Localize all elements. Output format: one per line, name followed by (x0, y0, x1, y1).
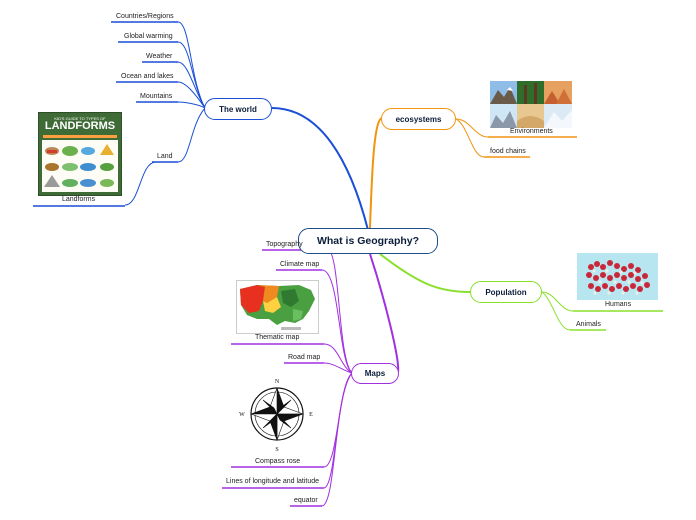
environments-image (490, 81, 572, 128)
branch-population[interactable]: Population (470, 281, 542, 303)
branch-the-world-label: The world (219, 104, 257, 114)
branch-maps[interactable]: Maps (351, 363, 399, 384)
branch-ecosystems-label: ecosystems (395, 114, 442, 124)
landform-icons (42, 140, 118, 192)
poster-line1: KID'S GUIDE TO TYPES OF (54, 116, 106, 121)
topic-landforms[interactable]: Landforms (62, 196, 96, 203)
branch-ecosystems[interactable]: ecosystems (381, 108, 456, 130)
topic-weather[interactable]: Weather (146, 53, 173, 60)
compass-n: N (275, 379, 280, 385)
topic-mountains[interactable]: Mountains (140, 93, 173, 100)
branch-population-label: Population (485, 287, 527, 297)
topic-food-chains[interactable]: food chains (490, 148, 526, 155)
topic-road-map[interactable]: Road map (288, 354, 321, 361)
topic-ocean-and-lakes[interactable]: Ocean and lakes (121, 73, 174, 80)
branch-maps-label: Maps (364, 369, 386, 378)
compass-s: S (275, 447, 278, 453)
poster-line2: LANDFORMS (44, 120, 116, 132)
topic-environments[interactable]: Environments (510, 128, 553, 135)
central-topic[interactable]: What is Geography? (298, 228, 438, 254)
compass-e: E (309, 412, 313, 418)
topic-climate-map[interactable]: Climate map (280, 261, 320, 268)
compass-w: W (239, 412, 245, 418)
topic-topography[interactable]: Topography (266, 241, 303, 248)
topic-land[interactable]: Land (157, 153, 173, 160)
landforms-poster-image: KID'S GUIDE TO TYPES OF LANDFORMS (38, 112, 122, 196)
topic-lines-of-longitude-and-latitude[interactable]: Lines of longitude and latitude (226, 478, 320, 485)
topic-humans[interactable]: Humans (605, 301, 632, 308)
topic-equator[interactable]: equator (294, 497, 318, 504)
connector-central-population (379, 253, 471, 293)
topic-global-warming[interactable]: Global warming (124, 33, 173, 40)
humans-image (577, 253, 658, 300)
connector-central-maps (369, 253, 400, 373)
topic-animals[interactable]: Animals (576, 321, 601, 328)
connector-central-world (271, 107, 369, 231)
connector-central-eco (369, 117, 383, 229)
topic-compass-rose[interactable]: Compass rose (255, 458, 301, 465)
branch-the-world[interactable]: The world (204, 98, 272, 120)
compass-rose-image: N S E W (236, 375, 320, 453)
topic-countries-regions[interactable]: Countries/Regions (116, 13, 174, 20)
central-topic-label: What is Geography? (316, 235, 420, 247)
topic-thematic-map[interactable]: Thematic map (255, 334, 300, 341)
thematic-map-image (236, 280, 319, 334)
